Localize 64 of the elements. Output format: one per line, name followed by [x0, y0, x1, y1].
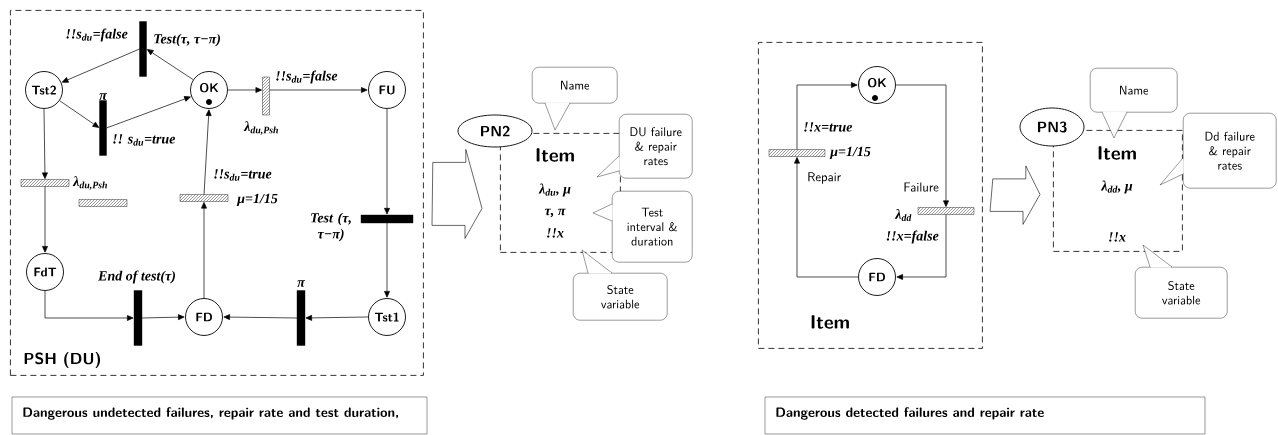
arrow [146, 49, 194, 80]
arrow [201, 202, 207, 299]
transition-label: Repair [808, 172, 841, 184]
arrow [59, 100, 100, 128]
block-arrow [431, 149, 483, 239]
transition-bar [20, 179, 70, 187]
caption-box: Dangerous undetected failures, repair rate and test duration, [11, 396, 428, 435]
arrow [227, 87, 262, 93]
transition-label: μ=1/15 [829, 146, 871, 160]
transition-label: End of test(τ) [98, 270, 175, 284]
transition-label: π [99, 93, 108, 100]
panel-title: Item [811, 315, 849, 329]
parameter-label: τ, π [544, 208, 566, 218]
callout-box: Dd failure & repair rates [1159, 113, 1277, 189]
arrow [896, 214, 947, 280]
arrow [384, 108, 390, 215]
arrow [895, 84, 949, 207]
transition-label: λ$_{du,Psh}$ [243, 121, 278, 135]
arrow [106, 96, 191, 129]
arrow [305, 314, 369, 321]
parameter-label: !!x [1109, 232, 1126, 242]
arrow [42, 186, 48, 253]
callout-box: State variable [1135, 244, 1228, 319]
transition-label: !! s$_{du}$=true [113, 134, 176, 146]
transition-label: λ$_{du,Psh}$ [72, 176, 107, 190]
parameter-label: λ$_{dd}$, μ [1100, 180, 1133, 194]
transition-label: Failure [904, 182, 939, 192]
transition-bar [78, 199, 128, 207]
arrow [796, 82, 858, 150]
transition-label: λ$_{dd}$ [894, 208, 912, 222]
arrow [61, 48, 140, 83]
transition-bar [262, 76, 270, 116]
panel-title: PSH (DU) [24, 352, 101, 368]
arrow [223, 314, 298, 320]
callout-box: Test interval & duration [592, 191, 693, 263]
transition-bar [179, 194, 229, 202]
transition-label: !!s$_{du}$=false [66, 28, 128, 42]
arrow [384, 222, 390, 298]
transition-label: Test (τ, τ−π) [311, 212, 351, 242]
transition-label: π [297, 280, 306, 287]
transition-label: !!s$_{du}$=true [214, 169, 272, 181]
arrow [203, 109, 212, 195]
item-label: Item [1098, 146, 1136, 160]
block-arrow [989, 165, 1041, 225]
arrow [44, 290, 134, 321]
transition-bar [768, 149, 826, 157]
item-label: Item [536, 148, 574, 162]
transition-label: !!x=true [804, 122, 853, 132]
transition-label: Test(τ, τ−π) [154, 33, 220, 47]
transition-label: μ=1/15 [236, 193, 278, 207]
parameter-label: λ$_{du}$, μ [538, 183, 571, 197]
callout-box: Name [532, 67, 618, 131]
arrow [794, 157, 859, 278]
arrow [42, 108, 48, 179]
transition-label: !!x=false [886, 230, 939, 244]
parameter-label: !!x [547, 228, 564, 238]
callout-box: State variable [573, 249, 668, 321]
transition-label: !!s$_{du}$=false [276, 70, 338, 84]
callout-box: DU failure & repair rates [596, 114, 693, 179]
arrow [269, 87, 368, 93]
caption-box: Dangerous detected failures and repair rate [764, 396, 1206, 435]
callout-box: Name [1090, 68, 1178, 139]
transition-bar [917, 207, 975, 215]
arrow [141, 314, 185, 321]
